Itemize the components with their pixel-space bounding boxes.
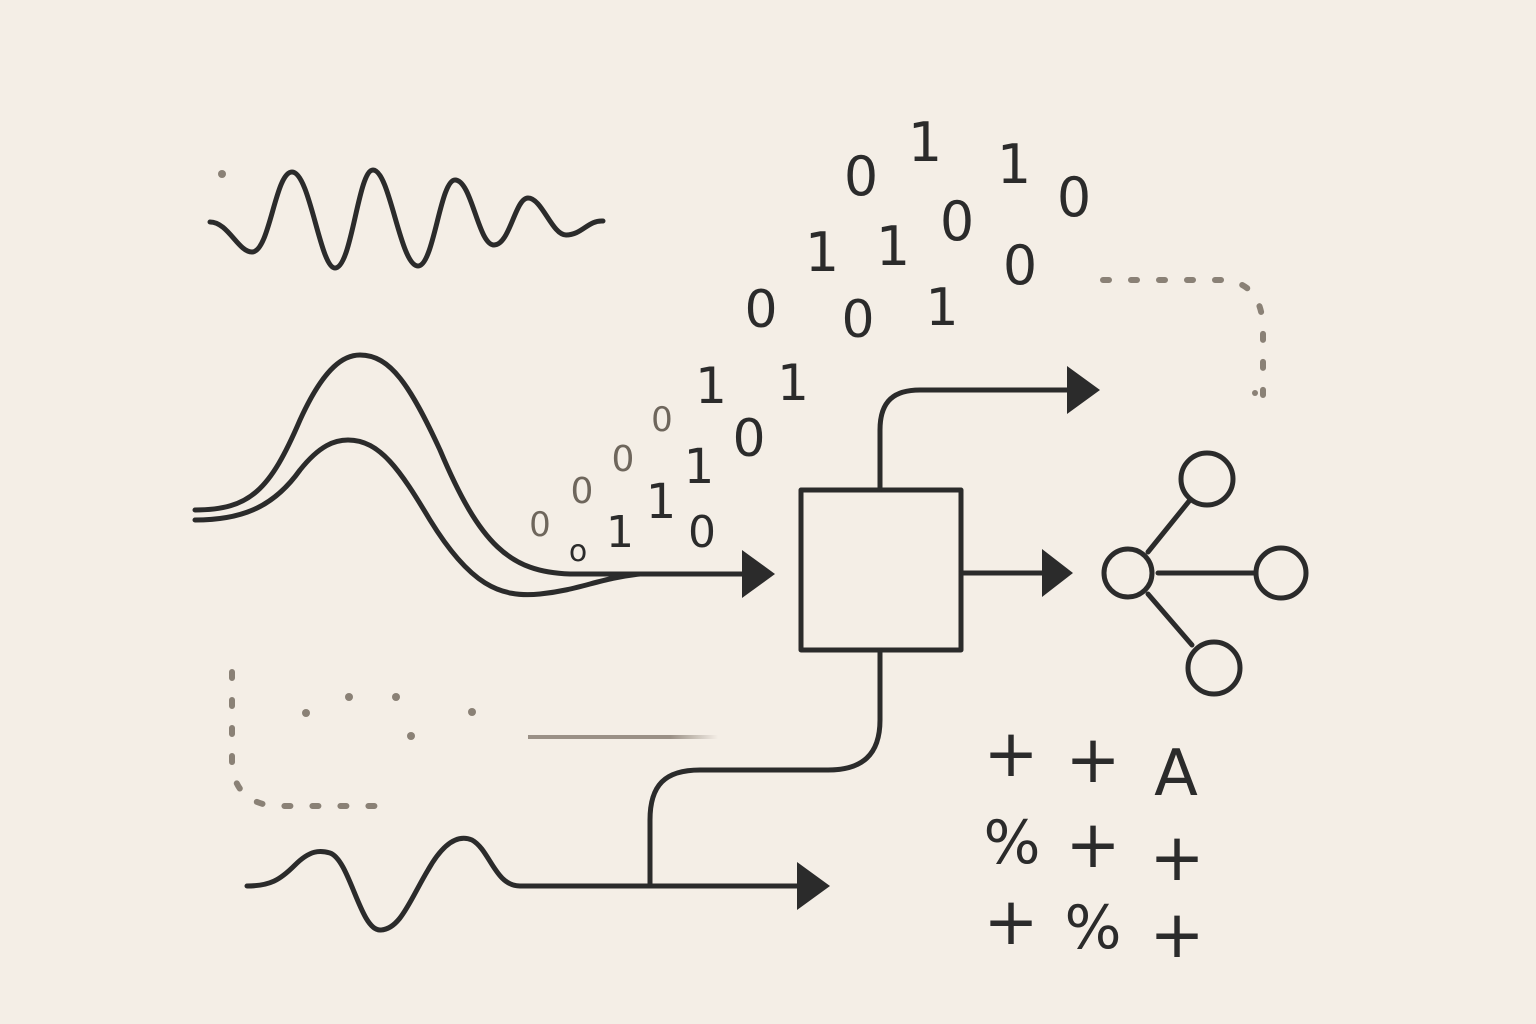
output-path-top	[877, 387, 1078, 493]
binary-digit: 1	[683, 439, 715, 495]
binary-digit: 1	[925, 278, 959, 338]
arrow-right-icon	[1067, 366, 1100, 414]
plus-symbol: +	[983, 883, 1039, 960]
dot	[468, 708, 476, 716]
oscillating-wave-icon	[207, 167, 606, 271]
dotted-corner-path-right	[1100, 277, 1266, 398]
dot	[218, 170, 226, 178]
fading-line	[528, 735, 718, 739]
binary-digit-faded: 0	[651, 400, 673, 440]
arrow-right-icon	[797, 862, 830, 910]
dotted-corner-path-left	[229, 669, 378, 809]
dot	[407, 732, 415, 740]
binary-digit-faded: 0	[529, 505, 551, 545]
small-wave-icon	[244, 835, 808, 933]
binary-digit: 1	[804, 221, 840, 284]
binary-digit: 0	[939, 190, 975, 253]
dot	[392, 693, 400, 701]
processor-box	[798, 487, 964, 653]
plus-symbol: +	[983, 715, 1039, 792]
plus-symbol: +	[1065, 721, 1121, 798]
binary-digit-faded: 0	[570, 471, 594, 512]
bell-curve-upper-icon	[192, 352, 623, 577]
binary-digit: 0	[843, 145, 879, 208]
binary-digit: 1	[606, 507, 634, 558]
binary-digit: 0	[841, 290, 875, 350]
percent-symbol: %	[1064, 893, 1122, 963]
network-graph-icon	[1101, 450, 1309, 697]
dot	[302, 709, 310, 717]
binary-digit: 1	[875, 215, 911, 278]
binary-digit: 0	[732, 409, 766, 469]
binary-digit: 0	[744, 280, 778, 340]
binary-digit: 1	[907, 111, 943, 174]
binary-digit: 1	[645, 474, 677, 530]
binary-digit: 1	[996, 133, 1032, 196]
dot	[345, 693, 353, 701]
binary-digit: 0	[1056, 166, 1092, 229]
plus-symbol: +	[1149, 896, 1205, 973]
arrow-right-icon	[742, 550, 775, 598]
plus-symbol: +	[1065, 806, 1121, 883]
binary-digit: 0	[688, 507, 716, 558]
bottom-branch-path	[647, 647, 883, 889]
dot	[1252, 390, 1258, 396]
percent-symbol: %	[983, 808, 1041, 878]
plus-symbol: +	[1149, 819, 1205, 896]
arrow-right-icon	[1042, 549, 1073, 597]
bell-curve-lower-icon	[192, 437, 643, 598]
letter-symbol: A	[1154, 737, 1198, 811]
binary-digit: 0	[1002, 234, 1038, 297]
binary-digit: o	[568, 534, 588, 569]
binary-digit-faded: 0	[611, 439, 635, 480]
binary-digit: 1	[777, 354, 809, 412]
binary-digit: 1	[695, 357, 727, 415]
